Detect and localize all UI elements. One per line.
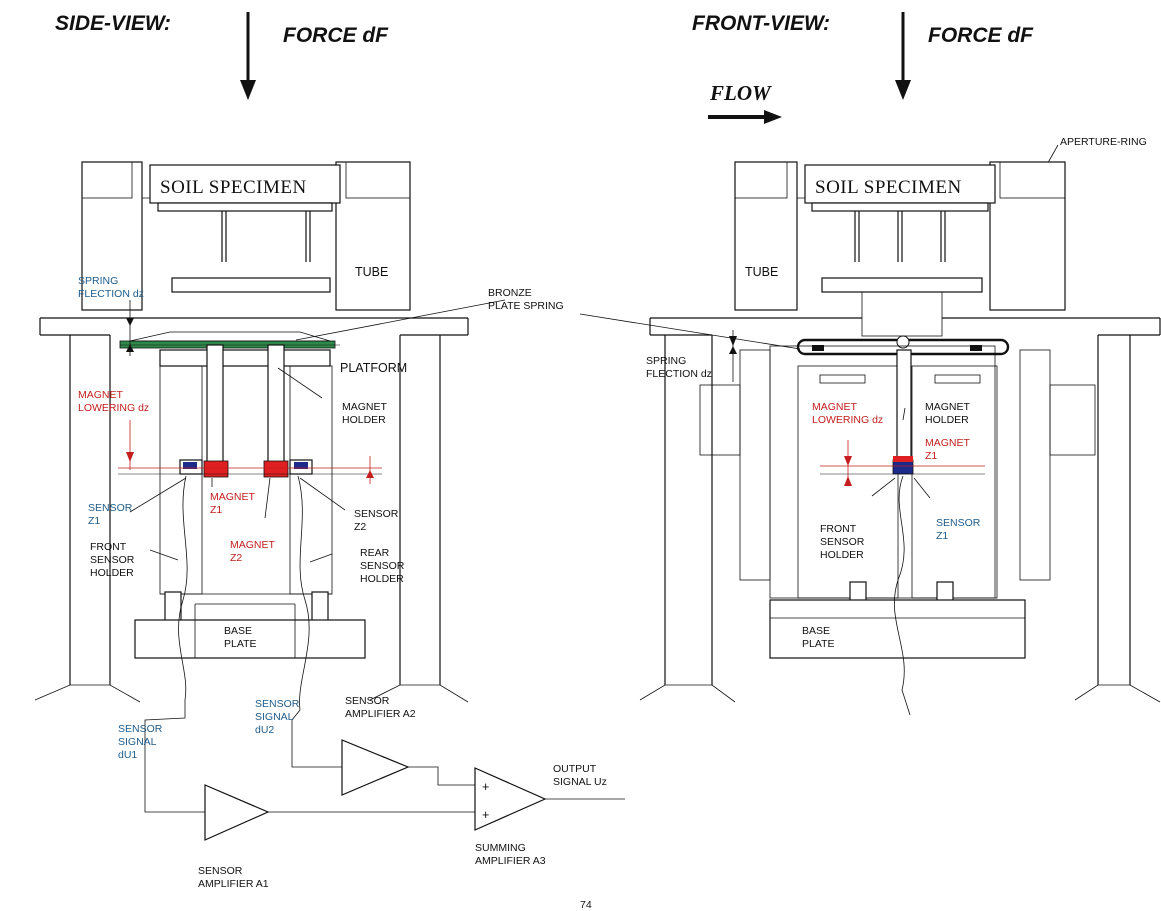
front-tube-frame: [639, 161, 1161, 703]
side-magnet-z2-label-1: MAGNET: [230, 539, 276, 551]
front-magnet-lowering-label-2: LOWERING dz: [812, 414, 883, 426]
sensor-amplifier-a2-2: AMPLIFIER A2: [345, 708, 416, 720]
side-base-plate-label-1: BASE: [224, 625, 252, 637]
front-sensor-holder-right: [911, 365, 998, 599]
amplifier-a1: [204, 784, 270, 841]
side-bronze-spring: [119, 331, 340, 349]
flow-label: FLOW: [709, 81, 772, 105]
side-bronze-label-1: BRONZE: [488, 287, 532, 299]
side-force-arrow: [240, 12, 256, 100]
side-tube-frame: [34, 161, 469, 703]
amplifier-a2: [341, 739, 410, 796]
sensor-signal-du2-2: SIGNAL: [255, 711, 294, 723]
side-flection-dimension: [126, 300, 134, 356]
output-signal-1: OUTPUT: [553, 763, 597, 775]
aperture-ring-label: APERTURE-RING: [1060, 136, 1147, 148]
side-view-header: SIDE-VIEW:: [55, 12, 171, 35]
side-force-label: FORCE dF: [283, 24, 389, 47]
front-magnet-z1-label-2: Z1: [925, 450, 937, 462]
side-platform-label: PLATFORM: [340, 361, 407, 375]
front-tube-label: TUBE: [745, 265, 778, 279]
summing-amplifier-a3-2: AMPLIFIER A3: [475, 855, 546, 867]
side-sensor-z1-label-1: SENSOR: [88, 502, 133, 514]
front-magnet-z1: [893, 456, 913, 462]
sensor-amplifier-a1-1: SENSOR: [198, 865, 243, 877]
side-magnet-z1-label-2: Z1: [210, 504, 222, 516]
side-magnet-z2-label-2: Z2: [230, 552, 242, 564]
side-lowering-dimension: [126, 420, 374, 484]
side-sensor-z1-label-2: Z1: [88, 515, 100, 527]
side-sensor-z1: [183, 462, 197, 469]
sensor-signal-du2-1: SENSOR: [255, 698, 300, 710]
front-spring-flection-label-1: SPRING: [646, 355, 686, 367]
side-magnet-holder-1: [206, 344, 224, 466]
side-front-holder-label-1: FRONT: [90, 541, 127, 553]
side-magnet-z2: [263, 460, 289, 478]
side-base-plate-label-2: PLATE: [224, 638, 256, 650]
side-tube-label: TUBE: [355, 265, 388, 279]
plus-sign-2: +: [482, 808, 489, 822]
front-magnet-holder-label-2: HOLDER: [925, 414, 969, 426]
front-sensor-z1-label-1: SENSOR: [936, 517, 981, 529]
front-magnet-z1-label-1: MAGNET: [925, 437, 971, 449]
front-base-plate-label-2: PLATE: [802, 638, 834, 650]
front-magnet-holder-label-1: MAGNET: [925, 401, 971, 413]
summing-amplifier-a3: [474, 767, 547, 831]
summing-amplifier-a3-1: SUMMING: [475, 842, 526, 854]
plus-sign-1: +: [482, 780, 489, 794]
side-magnet-lowering-label-2: LOWERING dz: [78, 402, 149, 414]
front-soil-specimen-label: SOIL SPECIMEN: [815, 177, 962, 198]
front-sensor-z1: [892, 459, 914, 475]
side-base-plate: [134, 619, 366, 659]
flow-arrow: [708, 110, 782, 124]
front-base-plate-label-1: BASE: [802, 625, 830, 637]
front-sensor-holder-left: [797, 365, 899, 599]
side-magnet-z1-label-1: MAGNET: [210, 491, 256, 503]
side-front-holder-label-2: SENSOR: [90, 554, 135, 566]
front-soil-specimen-box: [804, 164, 996, 204]
side-spring-flection-label-1: SPRING: [78, 275, 118, 287]
front-force-label: FORCE dF: [928, 24, 1034, 47]
front-force-arrow: [895, 12, 911, 100]
side-view: SIDE-VIEW: FORCE dF: [34, 12, 564, 711]
side-magnet-holder-label-2: HOLDER: [342, 414, 386, 426]
side-magnet-holder-label-1: MAGNET: [342, 401, 388, 413]
sensor-signal-du2-3: dU2: [255, 724, 274, 736]
side-rear-holder-label-2: SENSOR: [360, 560, 405, 572]
sensor-amplifier-a1-2: AMPLIFIER A1: [198, 878, 269, 890]
front-spring-flection-label-2: FLECTION dz: [646, 368, 712, 380]
front-front-holder-label-3: HOLDER: [820, 549, 864, 561]
side-sensor-z2-label-2: Z2: [354, 521, 366, 533]
front-lowering-dimension: [844, 440, 852, 486]
side-rear-holder-label-3: HOLDER: [360, 573, 404, 585]
side-magnet-z1: [203, 460, 229, 478]
front-view: FRONT-VIEW: FORCE dF FLOW APERTURE-RING: [579, 12, 1161, 716]
front-view-header: FRONT-VIEW:: [692, 12, 830, 35]
amplifier-circuit: + + SENSOR SIGNAL dU1 SENSOR SIGNAL dU2 …: [118, 695, 625, 890]
sensor-amplifier-a2-1: SENSOR: [345, 695, 390, 707]
side-bronze-label-2: PLATE SPRING: [488, 300, 564, 312]
side-sensor-z2: [294, 462, 308, 469]
front-front-holder-label-2: SENSOR: [820, 536, 865, 548]
side-rear-holder-label-1: REAR: [360, 547, 390, 559]
sensor-signal-du1-2: SIGNAL: [118, 736, 157, 748]
side-magnet-holder-2: [267, 344, 285, 466]
front-magnet-holder: [896, 349, 912, 463]
side-magnet-lowering-label-1: MAGNET: [78, 389, 124, 401]
front-magnet-lowering-label-1: MAGNET: [812, 401, 858, 413]
side-platform: [159, 349, 331, 367]
front-sensor-z1-label-2: Z1: [936, 530, 948, 542]
output-signal-2: SIGNAL Uz: [553, 776, 607, 788]
sensor-signal-du1-1: SENSOR: [118, 723, 163, 735]
sensor-signal-du1-3: dU1: [118, 749, 137, 761]
side-spring-flection-label-2: FLECTION dz: [78, 288, 144, 300]
side-soil-specimen-label: SOIL SPECIMEN: [160, 177, 307, 198]
side-front-holder-label-3: HOLDER: [90, 567, 134, 579]
side-sensor-z2-label-1: SENSOR: [354, 508, 399, 520]
page-number: 74: [580, 899, 592, 911]
front-front-holder-label-1: FRONT: [820, 523, 857, 535]
